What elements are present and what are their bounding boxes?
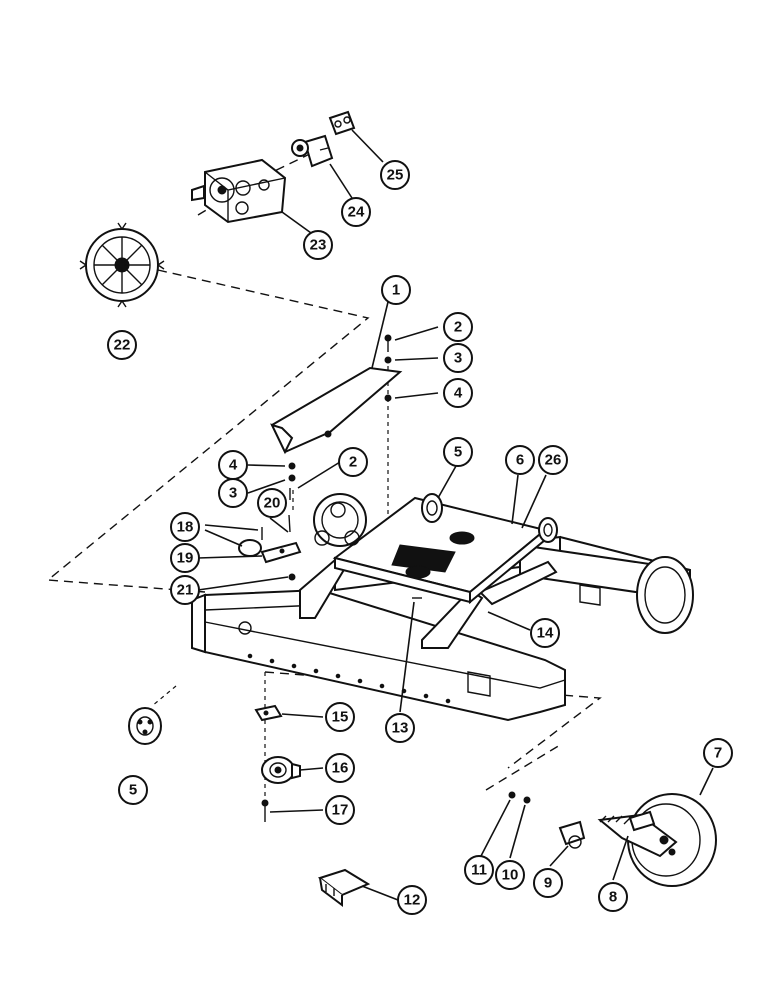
svg-text:4: 4 xyxy=(454,385,463,402)
svg-text:19: 19 xyxy=(177,550,194,567)
callout-17: 17 xyxy=(325,795,355,825)
callout-26: 26 xyxy=(538,445,568,475)
svg-text:24: 24 xyxy=(348,204,365,221)
carrier-roller-5-top xyxy=(421,493,558,543)
svg-text:4: 4 xyxy=(229,457,238,474)
callout-bubbles: 1 2 3 4 4 3 2 5 6 26 18 19 20 21 14 13 1… xyxy=(107,160,733,915)
clamp-18-19 xyxy=(238,539,302,564)
valve-block-24 xyxy=(291,134,334,168)
callout-2-top: 2 xyxy=(443,312,473,342)
callout-3-top: 3 xyxy=(443,343,473,373)
svg-text:17: 17 xyxy=(332,802,349,819)
callout-9: 9 xyxy=(533,868,563,898)
fitting-9 xyxy=(558,820,586,849)
svg-text:3: 3 xyxy=(229,485,237,502)
callout-5-top: 5 xyxy=(443,437,473,467)
callout-14: 14 xyxy=(530,618,560,648)
roller-5-bottom xyxy=(128,707,162,745)
svg-text:6: 6 xyxy=(516,452,524,469)
svg-text:2: 2 xyxy=(454,319,462,336)
callout-4-left: 4 xyxy=(218,450,248,480)
svg-text:1: 1 xyxy=(392,282,400,299)
svg-text:23: 23 xyxy=(310,237,327,254)
svg-text:21: 21 xyxy=(177,582,194,599)
callout-10: 10 xyxy=(495,860,525,890)
svg-text:5: 5 xyxy=(129,782,137,799)
svg-text:12: 12 xyxy=(404,892,421,909)
cover-plate-1 xyxy=(270,366,403,455)
callout-2-left: 2 xyxy=(338,447,368,477)
svg-text:5: 5 xyxy=(454,444,462,461)
callout-19: 19 xyxy=(170,543,200,573)
hardware-bolts-washers xyxy=(261,334,422,599)
svg-text:25: 25 xyxy=(387,167,404,184)
callout-12: 12 xyxy=(397,885,427,915)
callout-11: 11 xyxy=(464,855,494,885)
track-frame-assembly xyxy=(191,493,694,722)
callout-4-top: 4 xyxy=(443,378,473,408)
svg-text:15: 15 xyxy=(332,709,349,726)
tensioner-8 xyxy=(597,810,678,858)
track-roller-16 xyxy=(261,756,301,784)
callout-25: 25 xyxy=(380,160,410,190)
svg-text:8: 8 xyxy=(609,889,617,906)
callout-15: 15 xyxy=(325,702,355,732)
callout-7: 7 xyxy=(703,738,733,768)
pad-15 xyxy=(254,704,283,722)
callout-6: 6 xyxy=(505,445,535,475)
bolt-11 xyxy=(508,791,516,799)
callout-13: 13 xyxy=(385,713,415,743)
svg-text:26: 26 xyxy=(545,452,562,469)
bolt-17 xyxy=(261,799,269,822)
callout-20: 20 xyxy=(257,488,287,518)
washer-10 xyxy=(523,796,531,804)
sprocket-22 xyxy=(79,222,165,308)
callout-5-bottom: 5 xyxy=(118,775,148,805)
callout-18: 18 xyxy=(170,512,200,542)
callout-1: 1 xyxy=(381,275,411,305)
svg-text:10: 10 xyxy=(502,867,519,884)
svg-text:22: 22 xyxy=(114,337,131,354)
drive-motor-23 xyxy=(191,158,287,224)
svg-text:11: 11 xyxy=(471,862,487,879)
svg-text:9: 9 xyxy=(544,875,552,892)
callout-24: 24 xyxy=(341,197,371,227)
svg-text:18: 18 xyxy=(177,519,194,536)
leader-lines xyxy=(197,129,714,901)
callout-3-left: 3 xyxy=(218,478,248,508)
callout-16: 16 xyxy=(325,753,355,783)
svg-text:7: 7 xyxy=(714,745,722,762)
callout-21: 21 xyxy=(170,575,200,605)
fitting-25 xyxy=(328,110,356,136)
track-shoe-12 xyxy=(317,868,371,907)
callout-23: 23 xyxy=(303,230,333,260)
callout-22: 22 xyxy=(107,330,137,360)
svg-text:3: 3 xyxy=(454,350,462,367)
svg-text:2: 2 xyxy=(349,454,357,471)
svg-text:14: 14 xyxy=(537,625,554,642)
svg-text:13: 13 xyxy=(392,720,409,737)
svg-text:16: 16 xyxy=(332,760,349,777)
callout-8: 8 xyxy=(598,882,628,912)
svg-text:20: 20 xyxy=(264,495,281,512)
